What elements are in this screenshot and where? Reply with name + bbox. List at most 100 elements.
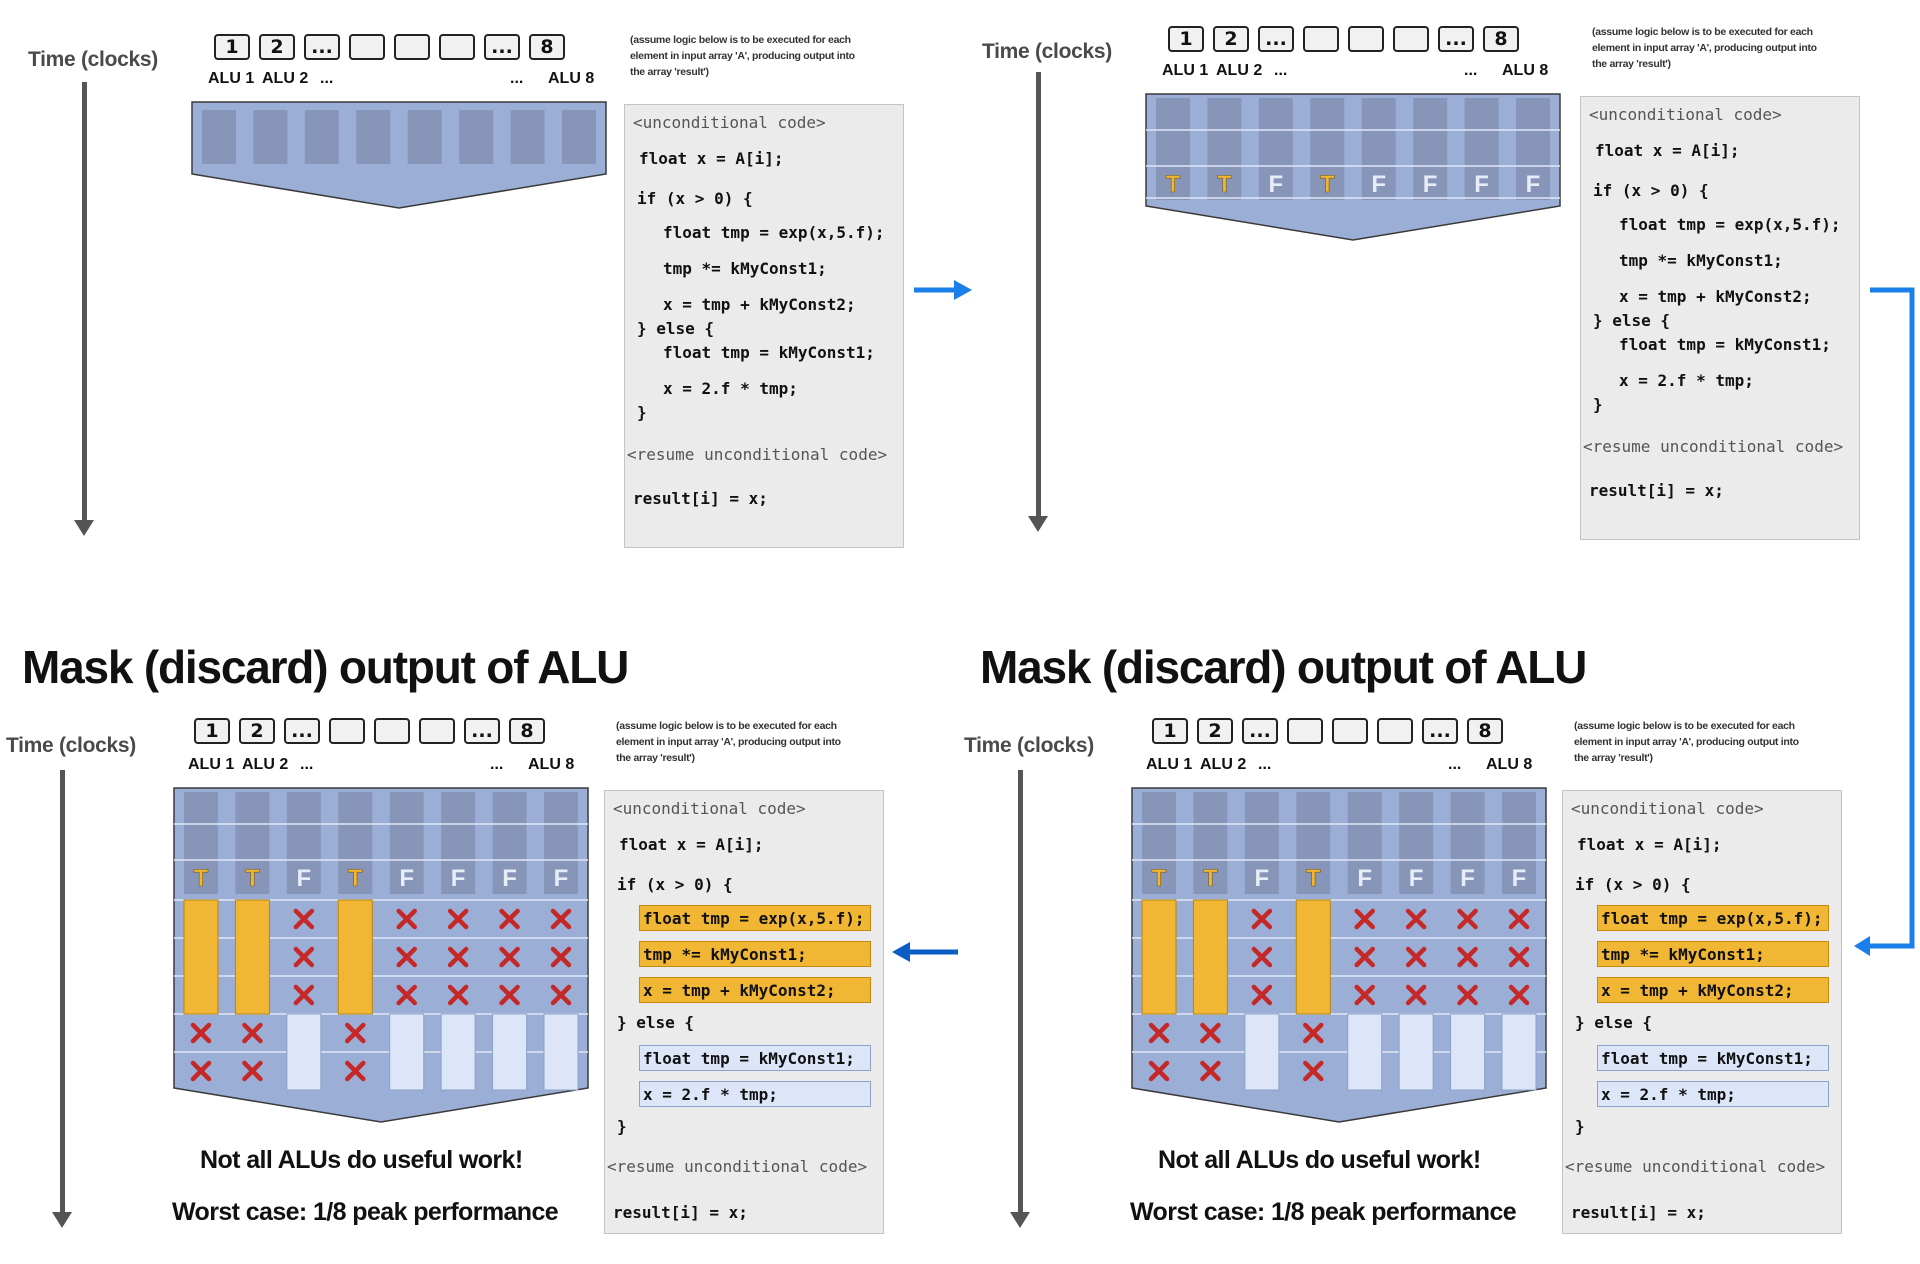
code-line: float tmp = kMyConst1; [643,1049,855,1068]
active-false-branch [1398,1013,1434,1091]
code-line: x = 2.f * tmp; [663,379,798,398]
time-axis-label: Time (clocks) [982,40,1112,63]
active-false-branch [543,1013,579,1091]
alu-array-diagram [191,101,607,209]
x-mark-icon [396,984,417,1006]
code-line: float tmp = exp(x,5.f); [643,909,865,928]
x-mark-icon [550,984,572,1006]
alu-caption: ... [300,756,314,773]
x-mark-icon [345,1060,366,1082]
code-line: if (x > 0) { [617,875,733,894]
code-listing: <unconditional code>float x = A[i];if (x… [604,790,884,1234]
code-line: float x = A[i]; [639,149,784,168]
alu-lane [1413,98,1448,200]
active-true-branch [337,899,373,1015]
section-heading: Mask (discard) output of ALU [980,641,1587,693]
time-axis-arrow-icon [52,770,72,1228]
active-true-branch [183,899,219,1015]
x-mark-icon [1148,1060,1170,1082]
code-line: result[i] = x; [613,1203,748,1222]
active-false-branch [1347,1013,1383,1091]
alu-caption: ALU 2 [242,756,289,773]
alu-number-box: 2 [1197,718,1233,744]
code-line: if (x > 0) { [1575,875,1691,894]
active-true-branch [1141,899,1177,1015]
time-axis-arrow-icon [1010,770,1030,1228]
alu-number-box: 8 [1483,26,1519,52]
alu-lane [510,110,545,164]
code-line: tmp *= kMyConst1; [1619,251,1783,270]
code-line: tmp *= kMyConst1; [663,259,827,278]
code-line: float x = A[i]; [1577,835,1722,854]
flow-arrow-down-left-icon [1854,287,1915,956]
alu-caption: ... [1448,756,1462,773]
alu-lane [1258,98,1293,200]
active-false-branch [1244,1013,1280,1091]
active-false-branch [440,1013,476,1091]
alu-number-box: ... [464,718,500,744]
x-mark-icon [293,908,315,930]
alu-body [173,787,589,1123]
alu-number-box: ... [1258,26,1294,52]
code-line: } else { [1593,311,1671,330]
x-mark-icon [345,1022,366,1044]
x-mark-icon [1354,984,1375,1006]
alu-caption: ALU 1 [188,756,235,773]
code-line: x = tmp + kMyConst2; [643,981,836,1000]
executed-false-line [639,1081,871,1107]
alu-number-box [419,718,455,744]
code-line: result[i] = x; [1589,481,1724,500]
lane-flag: F [1512,865,1527,892]
alu-caption: ALU 8 [1502,62,1549,79]
x-mark-icon [1405,908,1427,930]
alu-number-box [1348,26,1384,52]
lane-flag: T [348,865,363,892]
active-false-branch [492,1013,528,1091]
alu-number-box [1287,718,1323,744]
lane-flag: F [1371,171,1386,198]
assumption-note: (assume logic below is to be executed fo… [1574,720,1799,764]
x-mark-icon [1457,908,1478,930]
alu-caption: ... [1464,62,1478,79]
alu-number-box [349,34,385,60]
alu-lane [441,792,476,894]
code-line: if (x > 0) { [1593,181,1709,200]
alu-number-box: ... [484,34,520,60]
alu-lane [562,110,596,164]
alu-caption: ... [1274,62,1288,79]
alu-lane [304,110,339,164]
alu-caption: ... [510,70,524,87]
x-mark-icon [1148,1022,1170,1044]
alu-number-box: 2 [1213,26,1249,52]
code-line: result[i] = x; [633,489,768,508]
active-false-branch [389,1013,425,1091]
alu-caption: ALU 8 [548,70,595,87]
lane-flag: F [451,865,466,892]
code-line: x = tmp + kMyConst2; [1601,981,1794,1000]
x-mark-icon [1251,946,1273,968]
flow-arrow-right-icon [914,280,972,300]
time-axis-arrow-icon [74,82,94,536]
x-mark-icon [190,1060,212,1082]
caption-worst-case: Worst case: 1/8 peak performance [1130,1198,1517,1226]
lane-flag: F [1460,865,1475,892]
alu-number-box: 1 [194,718,230,744]
alu-number-box [394,34,430,60]
lane-flag: T [1203,865,1218,892]
alu-number-box: 2 [259,34,295,60]
x-mark-icon [1251,984,1273,1006]
alu-number-box: 1 [214,34,250,60]
alu-number-box: 8 [529,34,565,60]
x-mark-icon [499,946,520,968]
assumption-note: (assume logic below is to be executed fo… [1592,26,1817,70]
code-listing: <unconditional code>float x = A[i];if (x… [1580,96,1860,540]
alu-lane [202,110,236,164]
alu-lane [1142,792,1176,894]
lane-flag: T [1320,171,1335,198]
